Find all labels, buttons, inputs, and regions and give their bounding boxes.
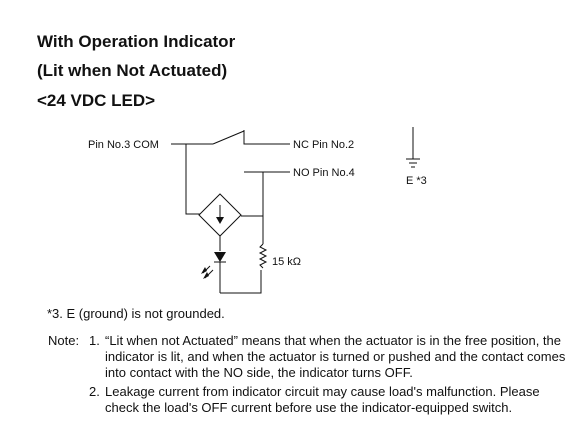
note-text: Leakage current from indicator circuit m… xyxy=(105,384,540,415)
led-icon xyxy=(214,252,226,262)
switch-lever xyxy=(212,130,245,145)
note-label: Note: xyxy=(48,333,80,348)
resistor-label: 15 kΩ xyxy=(272,256,301,268)
resistor-15k xyxy=(258,243,268,269)
title-line-3: <24 VDC LED> xyxy=(37,91,156,110)
nc-wire xyxy=(243,130,290,145)
note-number: 2. xyxy=(89,384,100,399)
bridge-arrow-head xyxy=(216,217,224,224)
note-text: “Lit when not Actuated” means that when … xyxy=(105,333,566,380)
no-pin-label: NO Pin No.4 xyxy=(293,167,355,179)
wiring-diagram: Pin No.3 COM NC Pin No.2 NO Pin No.4 E *… xyxy=(88,127,427,294)
note-number: 1. xyxy=(89,333,100,348)
ground-label: E *3 xyxy=(406,175,427,187)
title-line-2: (Lit when Not Actuated) xyxy=(37,61,228,80)
com-pin-label: Pin No.3 COM xyxy=(88,139,159,151)
nc-pin-label: NC Pin No.2 xyxy=(293,139,354,151)
com-down-wire xyxy=(185,144,200,215)
footnote: *3. E (ground) is not grounded. xyxy=(47,306,225,321)
title-line-1: With Operation Indicator xyxy=(37,32,236,51)
